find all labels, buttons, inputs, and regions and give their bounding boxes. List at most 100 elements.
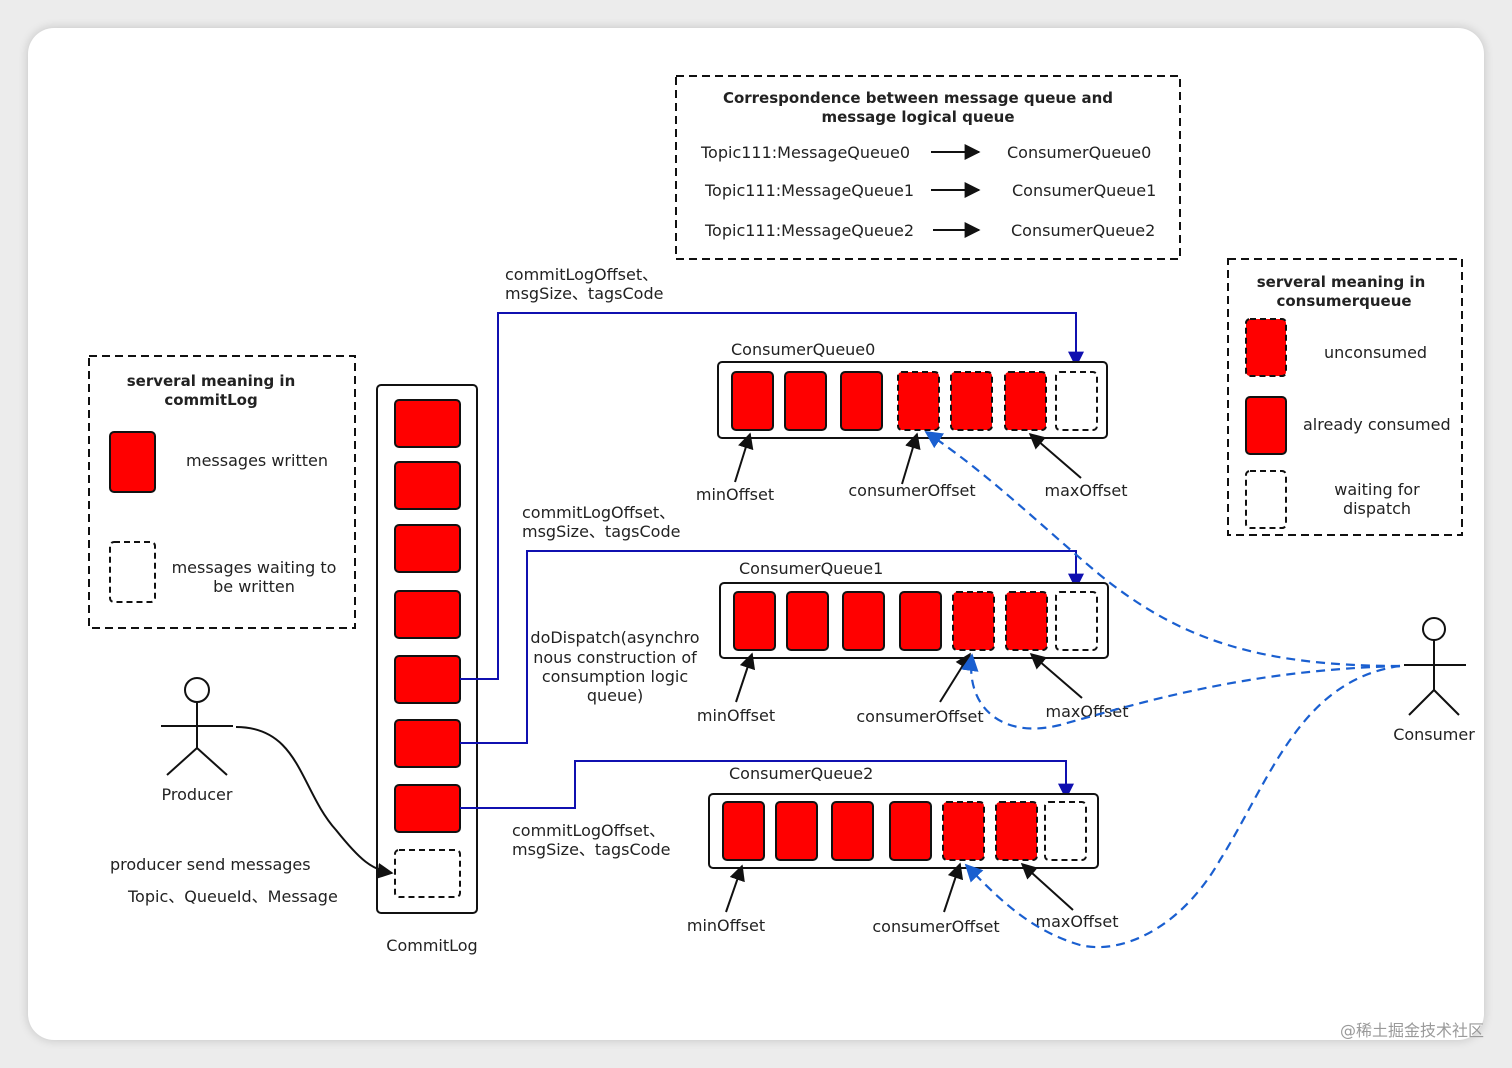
queue-0-unconsumed-slot (950, 371, 993, 431)
commitlog-label: CommitLog (386, 936, 477, 955)
commitlog-message (394, 524, 461, 573)
producer-send-line1: producer send messages (110, 855, 311, 874)
queue-0-unconsumed-slot (1004, 371, 1047, 431)
legend-dispatch-label-line1: waiting for (1334, 480, 1420, 499)
legend-consumed-label: already consumed (1303, 415, 1451, 434)
consumer-queue-1: ConsumerQueue1 minOffset consumerOffset … (697, 559, 1129, 726)
queue-0-dispatch-slot (1055, 371, 1098, 431)
offset-label-1-line2: msgSize、tagsCode (522, 522, 680, 541)
queue-2-consumed-slot (775, 801, 818, 861)
mapping-title-line2: message logical queue (821, 108, 1014, 126)
producer-label: Producer (162, 785, 233, 804)
queue-0-min-label: minOffset (696, 485, 774, 504)
legend-dispatch-swatch (1245, 470, 1287, 529)
queue-1-min-arrow (735, 652, 756, 703)
legend-waiting-label-line2: be written (213, 577, 295, 596)
commitlog: CommitLog (376, 384, 478, 955)
queue-1-consumer-label: consumerOffset (856, 707, 983, 726)
queue-1-consumed-slot (842, 591, 885, 651)
offset-label-0-line1: commitLogOffset、 (505, 265, 658, 284)
queue-2-name: ConsumerQueue2 (729, 764, 873, 783)
dispatch-line-queue1 (460, 550, 1084, 744)
queue-0-name: ConsumerQueue0 (731, 340, 875, 359)
queue-2-consumer-arrow (943, 862, 964, 913)
queue-0-consumed-slot (784, 371, 827, 431)
queue-2-min-label: minOffset (687, 916, 765, 935)
dispatch-line-queue0 (460, 312, 1084, 680)
queue-1-max-arrow (1029, 652, 1083, 699)
queue-0-consumed-slot (731, 371, 774, 431)
legend-waiting-swatch (109, 541, 156, 603)
mapping-from-1: Topic111:MessageQueue1 (704, 181, 914, 200)
queue-1-dispatch-slot (1055, 591, 1098, 651)
queue-1-consumed-slot (733, 591, 776, 651)
mapping-to-2: ConsumerQueue2 (1011, 221, 1155, 240)
mapping-box: Correspondence between message queue and… (675, 75, 1181, 260)
legend-waiting-label-line1: messages waiting to (172, 558, 337, 577)
queue-1-name: ConsumerQueue1 (739, 559, 883, 578)
producer-send-line2: Topic、QueueId、Message (127, 887, 338, 906)
cq-legend-title-line2: consumerqueue (1276, 292, 1411, 310)
commitlog-message (394, 590, 461, 639)
mapping-from-2: Topic111:MessageQueue2 (704, 221, 914, 240)
queue-1-max-label: maxOffset (1046, 702, 1129, 721)
queue-2-consumer-label: consumerOffset (872, 917, 999, 936)
queue-0-consumer-arrow (901, 432, 921, 485)
producer-send-arrow (235, 726, 394, 879)
cq-legend-title-line1: serveral meaning in (1257, 273, 1426, 291)
dispatch-note-line1: doDispatch(asynchro (530, 628, 699, 647)
consumer-label: Consumer (1393, 725, 1475, 744)
offset-label-1-line1: commitLogOffset、 (522, 503, 675, 522)
consumer-queue-0: ConsumerQueue0 minOffset consumerOffset … (696, 340, 1128, 504)
watermark: @稀土掘金技术社区 (1340, 1021, 1484, 1040)
dispatch-line-queue2 (460, 760, 1074, 809)
queue-1-unconsumed-slot (952, 591, 995, 651)
queue-1-consumed-slot (899, 591, 942, 651)
queue-2-max-arrow (1020, 862, 1074, 911)
queue-1-min-label: minOffset (697, 706, 775, 725)
queue-0-max-label: maxOffset (1045, 481, 1128, 500)
mapping-from-0: Topic111:MessageQueue0 (700, 143, 910, 162)
dispatch-note-line3: consumption logic (542, 667, 688, 686)
legend-unconsumed-label: unconsumed (1324, 343, 1427, 362)
queue-2-dispatch-slot (1044, 801, 1087, 861)
consumer-pull-queue-2 (964, 664, 1401, 949)
queue-1-consumer-arrow (939, 652, 971, 703)
queue-2-unconsumed-slot (995, 801, 1038, 861)
dispatch-note-line2: nous construction of (533, 648, 697, 667)
queue-1-consumed-slot (786, 591, 829, 651)
commitlog-legend: serveral meaning in commitLog messages w… (88, 355, 356, 629)
queue-2-min-arrow (725, 864, 745, 913)
queue-2-max-label: maxOffset (1036, 912, 1119, 931)
queue-0-consumer-label: consumerOffset (848, 481, 975, 500)
commitlog-legend-title-line1: serveral meaning in (127, 372, 296, 390)
commitlog-legend-title-line2: commitLog (164, 391, 257, 409)
offset-label-2-line1: commitLogOffset、 (512, 821, 665, 840)
mapping-to-0: ConsumerQueue0 (1007, 143, 1151, 162)
consumer-pull-queue-1 (961, 653, 1401, 730)
queue-1-unconsumed-slot (1005, 591, 1048, 651)
consumer-pull-queue-0 (924, 431, 1401, 668)
legend-written-swatch (109, 431, 156, 493)
commitlog-message (394, 719, 461, 768)
legend-consumed-swatch (1245, 396, 1287, 455)
consumer-actor: Consumer (1393, 617, 1475, 744)
mapping-title-line1: Correspondence between message queue and (723, 89, 1113, 107)
offset-label-0-line2: msgSize、tagsCode (505, 284, 663, 303)
queue-0-consumed-slot (840, 371, 883, 431)
offset-label-2-line2: msgSize、tagsCode (512, 840, 670, 859)
mapping-to-1: ConsumerQueue1 (1012, 181, 1156, 200)
commitlog-message (394, 784, 461, 833)
queue-0-unconsumed-slot (897, 371, 940, 431)
legend-written-label: messages written (186, 451, 328, 470)
producer-actor: Producer (161, 677, 233, 804)
commitlog-pending-message (394, 849, 461, 898)
dispatch-note-line4: queue) (587, 686, 643, 705)
commitlog-container (376, 384, 478, 914)
consumer-queue-2: ConsumerQueue2 minOffset consumerOffset … (687, 764, 1119, 936)
commitlog-message (394, 461, 461, 510)
legend-unconsumed-swatch (1245, 318, 1287, 377)
queue-2-consumed-slot (722, 801, 765, 861)
commitlog-message (394, 399, 461, 448)
